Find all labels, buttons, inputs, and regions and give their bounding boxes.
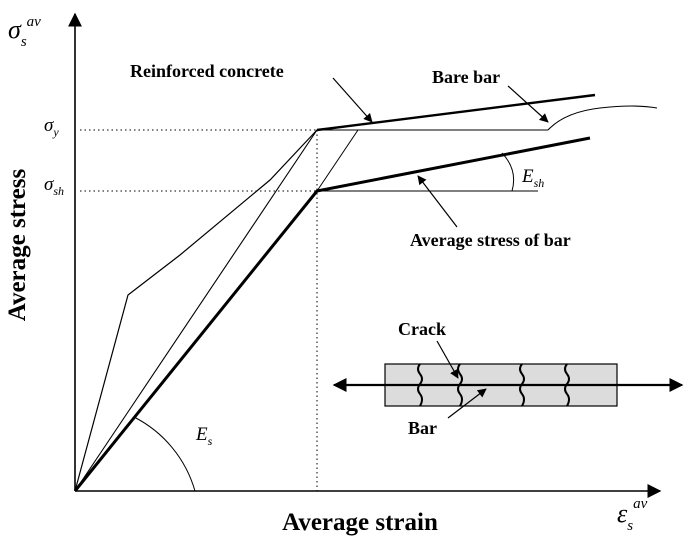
y-axis-label: Average stress [4,168,31,321]
reinforced-concrete-pointer [332,77,373,123]
hardening-modulus-label: Esh [521,166,544,190]
reinforced-concrete-post-yield [316,93,596,132]
reinforced-concrete-label: Reinforced concrete [130,61,284,81]
bare-bar-curve [74,129,548,492]
yield-stress-label: σy [44,115,59,139]
y-axis-symbol: σsav [8,14,41,50]
crack-3 [519,363,525,407]
bar-label: Bar [408,418,437,438]
average-stress-of-bar-pointer [417,175,458,228]
x-axis-symbol: εsav [617,496,648,534]
crack-pointer [436,340,459,379]
bare-bar-pointer [507,85,549,123]
unloading-line [316,129,359,192]
hardening-stress-label: σsh [44,174,64,198]
crack-4 [564,363,570,407]
average-stress-of-bar-label: Average stress of bar [410,230,571,250]
crack-label: Crack [398,319,446,339]
reinforced-concrete-curve [74,129,318,492]
elastic-modulus-label: Es [195,424,213,448]
bar-pointer [447,388,487,419]
hardening-slope-arc [501,152,515,192]
crack-1 [417,363,423,407]
specimen-sketch [332,363,684,407]
bare-bar-hardening [547,105,658,131]
elastic-slope-arc [133,416,196,492]
bare-bar-label: Bare bar [432,67,500,87]
x-axis-label: Average strain [282,509,438,536]
